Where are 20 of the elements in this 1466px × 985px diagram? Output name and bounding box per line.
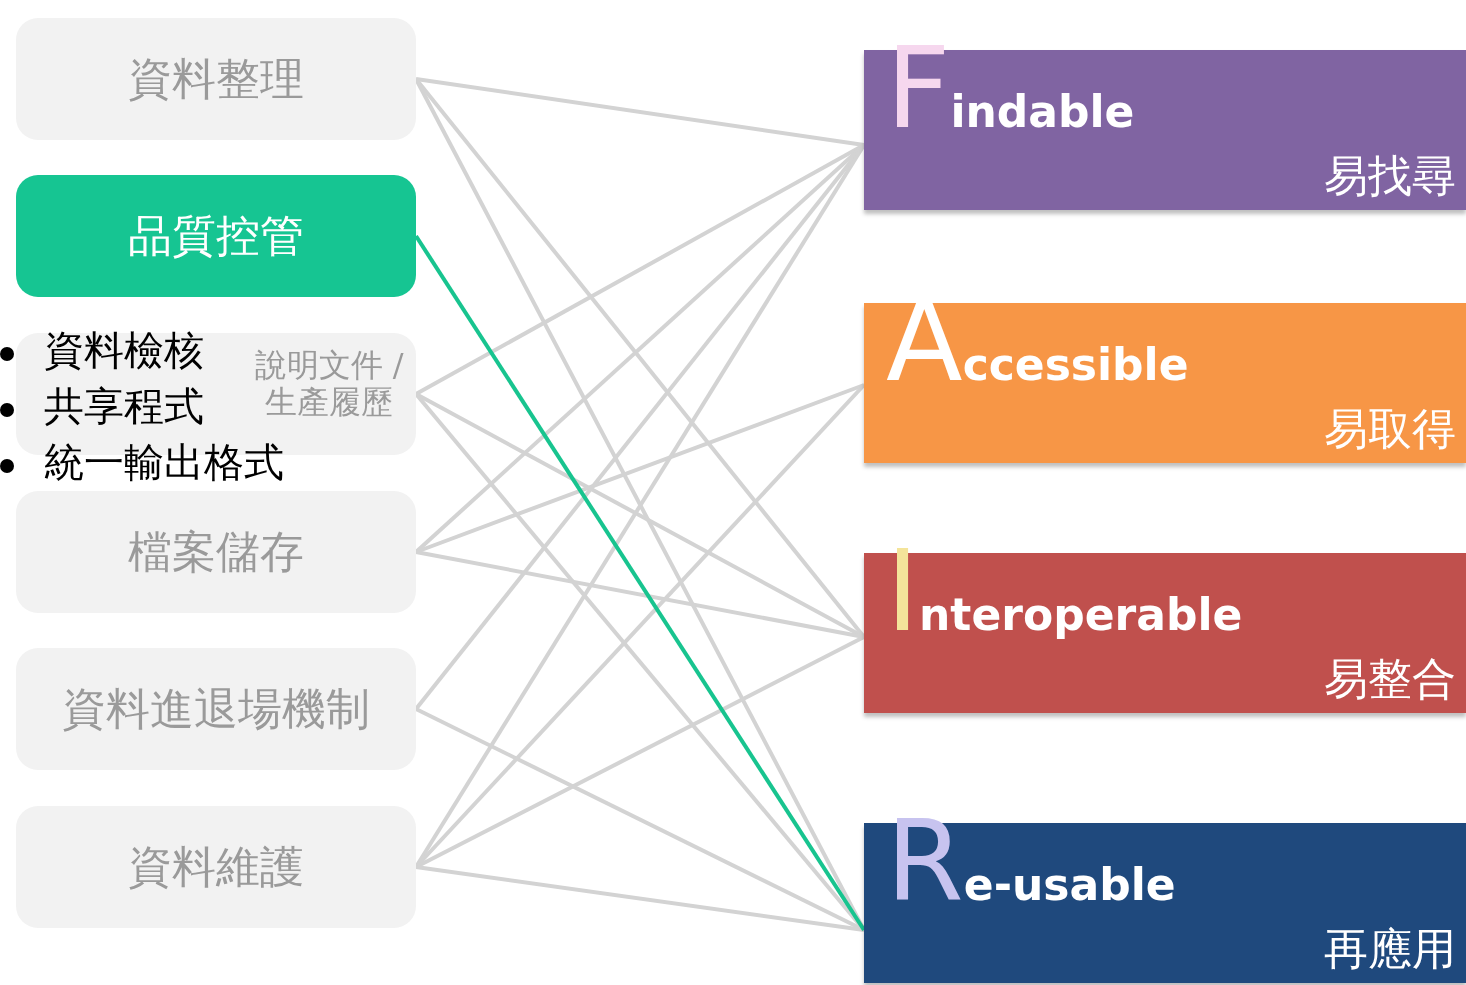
principle-subtitle: 易找尋: [1324, 154, 1456, 198]
step-box: 資料維護: [16, 806, 416, 928]
bullet-text: 資料檢核: [44, 326, 204, 375]
bullet-text: 共享程式: [44, 382, 204, 431]
step-box: 品質控管: [16, 175, 416, 297]
step-box: 資料整理: [16, 18, 416, 140]
principle-title: Re-usable: [886, 799, 1176, 921]
connector-line: [414, 234, 866, 932]
connector-line: [415, 865, 865, 932]
principle-banner: [864, 303, 1466, 463]
connector-line: [415, 77, 865, 147]
principle-title: Accessible: [886, 279, 1189, 401]
principle-subtitle: 易整合: [1324, 657, 1456, 701]
principle-title: Interoperable: [886, 529, 1243, 651]
principle-subtitle: 再應用: [1324, 927, 1456, 971]
bullet-text: 統一輸出格式: [44, 438, 284, 487]
step-box: 資料進退場機制: [16, 648, 416, 770]
step-box: 檔案儲存: [16, 491, 416, 613]
principle-subtitle: 易取得: [1324, 407, 1456, 451]
principle-title: Findable: [886, 26, 1135, 148]
